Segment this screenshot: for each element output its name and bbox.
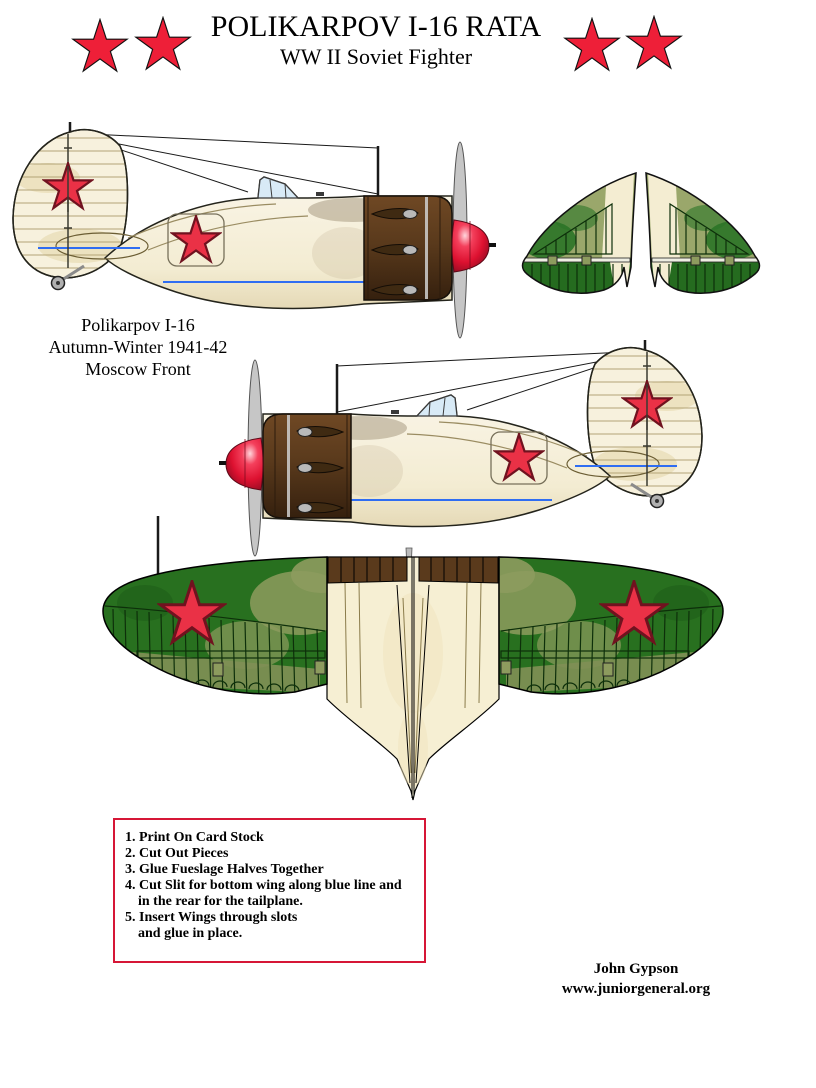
page-title: POLIKARPOV I-16 RATA bbox=[210, 10, 542, 43]
fuselage-piece-facing-right bbox=[12, 122, 496, 339]
variant-line-2: Autumn-Winter 1941-42 bbox=[48, 337, 228, 357]
variant-line-3: Moscow Front bbox=[85, 359, 191, 379]
instruction-line: 3. Glue Fueslage Halves Together bbox=[125, 862, 324, 877]
instruction-line: 4. Cut Slit for bottom wing along blue l… bbox=[125, 878, 402, 893]
instruction-line: 5. Insert Wings through slots bbox=[125, 910, 298, 925]
instruction-line: 2. Cut Out Pieces bbox=[125, 846, 229, 861]
credit-block: John Gypson www.juniorgeneral.org bbox=[530, 959, 742, 999]
instruction-line: 1. Print On Card Stock bbox=[125, 830, 264, 845]
credit-website: www.juniorgeneral.org bbox=[561, 981, 711, 997]
instruction-line: in the rear for the tailplane. bbox=[138, 894, 303, 909]
page-subtitle: WW II Soviet Fighter bbox=[279, 44, 473, 69]
header: POLIKARPOV I-16 RATA WW II Soviet Fighte… bbox=[104, 10, 648, 70]
variant-label: Polikarpov I-16 Autumn-Winter 1941-42 Mo… bbox=[16, 314, 260, 380]
instruction-line: and glue in place. bbox=[138, 926, 243, 941]
credit-author: John Gypson bbox=[593, 961, 679, 977]
wing-piece bbox=[102, 516, 735, 801]
tailplane-piece bbox=[521, 170, 764, 298]
variant-line-1: Polikarpov I-16 bbox=[81, 315, 195, 335]
instructions-box: 1. Print On Card Stock 2. Cut Out Pieces… bbox=[113, 818, 426, 963]
